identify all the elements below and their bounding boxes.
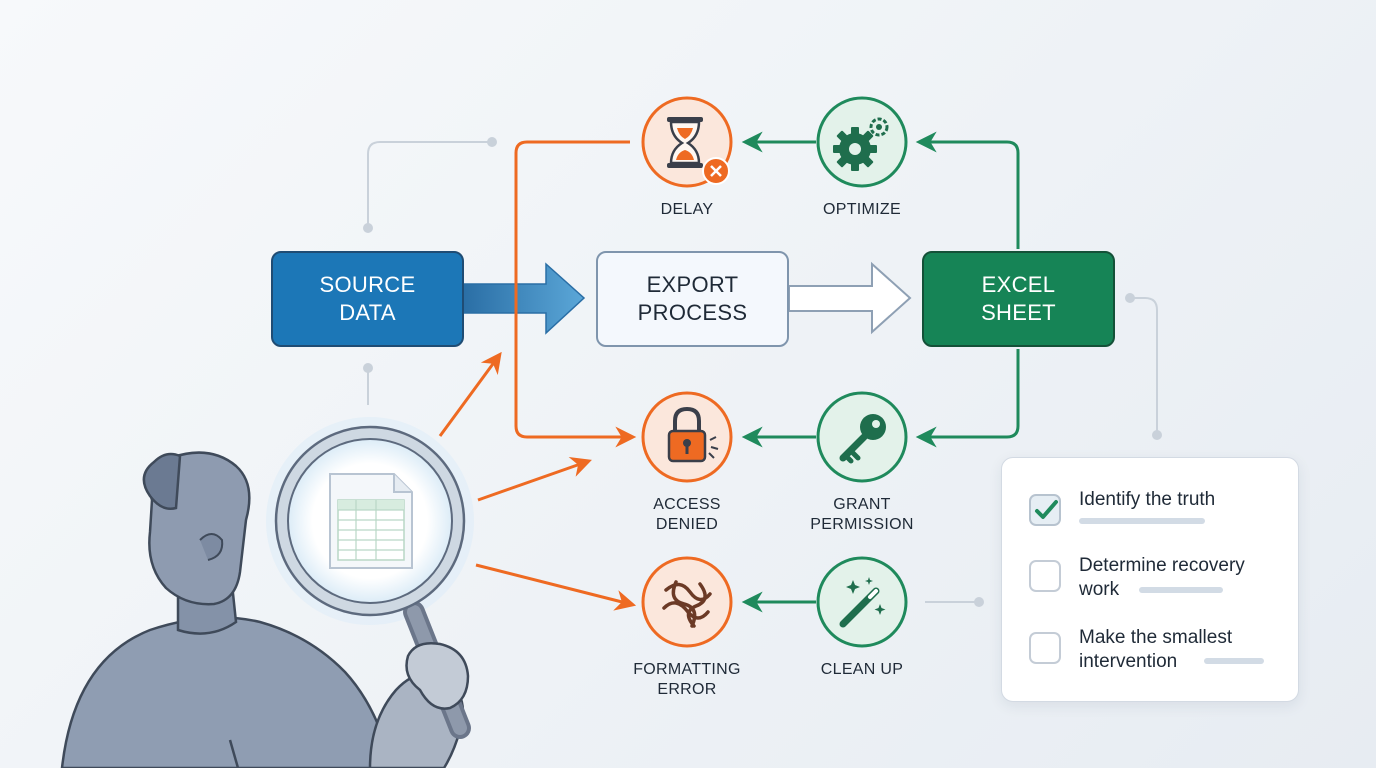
source-data-box[interactable]: SOURCE DATA xyxy=(271,251,464,347)
grant-permission-label: GRANT PERMISSION xyxy=(792,495,932,535)
spreadsheet-doc-icon xyxy=(329,473,413,569)
access-denied-line1: ACCESS xyxy=(653,496,721,513)
delay-label-text: DELAY xyxy=(660,201,714,218)
gears-icon xyxy=(833,117,889,171)
excel-sheet-line2: SHEET xyxy=(981,300,1056,325)
excel-sheet-box[interactable]: EXCEL SHEET xyxy=(922,251,1115,347)
source-data-line1: SOURCE xyxy=(319,272,416,297)
grant-permission-node xyxy=(816,391,908,483)
optimize-node xyxy=(816,96,908,188)
magic-wand-icon xyxy=(839,577,886,628)
formatting-error-line1: FORMATTING xyxy=(633,661,741,678)
access-denied-node xyxy=(641,391,733,483)
checklist-item-text: Identify the truth xyxy=(1079,488,1215,512)
clean-up-node xyxy=(816,556,908,648)
grant-permission-line2: PERMISSION xyxy=(810,516,914,533)
checkbox-unchecked[interactable] xyxy=(1029,560,1061,592)
optimize-label: OPTIMIZE xyxy=(802,200,922,220)
locked-padlock-icon xyxy=(667,406,719,463)
formatting-error-label: FORMATTING ERROR xyxy=(617,660,757,700)
optimize-label-text: OPTIMIZE xyxy=(823,201,901,218)
placeholder-line xyxy=(1139,587,1223,593)
decor-dots xyxy=(363,137,1162,607)
checkmark-icon xyxy=(1035,500,1058,519)
tangled-knot-icon xyxy=(662,580,712,628)
checklist-item-line2: intervention xyxy=(1079,651,1178,672)
source-to-export-arrow xyxy=(462,262,586,335)
clean-up-label: CLEAN UP xyxy=(802,660,922,680)
checklist-item-line1: Determine recovery xyxy=(1079,555,1245,576)
export-to-excel-arrow xyxy=(788,261,912,335)
decor-lines xyxy=(367,141,1158,603)
issue-arrows xyxy=(438,140,637,611)
checkbox-unchecked[interactable] xyxy=(1029,632,1061,664)
key-icon xyxy=(839,414,886,464)
clean-up-label-text: CLEAN UP xyxy=(820,661,904,678)
checkbox-checked[interactable] xyxy=(1029,494,1061,526)
export-process-line2: PROCESS xyxy=(637,300,748,325)
export-process-line1: EXPORT xyxy=(646,272,739,297)
formatting-error-node xyxy=(641,556,733,648)
formatting-error-line2: ERROR xyxy=(657,681,717,698)
magnifying-glass xyxy=(266,417,474,739)
delay-label: DELAY xyxy=(637,200,737,220)
checklist-item-text: Make the smallest intervention xyxy=(1079,626,1232,674)
fix-arrows xyxy=(741,131,1020,613)
placeholder-line xyxy=(1204,658,1264,664)
grant-permission-line1: GRANT xyxy=(833,496,891,513)
placeholder-line xyxy=(1079,518,1205,524)
access-denied-label: ACCESS DENIED xyxy=(627,495,747,535)
delay-node xyxy=(641,96,733,188)
hourglass-error-icon xyxy=(667,117,730,185)
source-data-line2: DATA xyxy=(339,300,396,325)
export-process-box[interactable]: EXPORT PROCESS xyxy=(596,251,789,347)
checklist-item-line1: Make the smallest xyxy=(1079,627,1233,648)
excel-sheet-line1: EXCEL xyxy=(981,272,1056,297)
person-illustration xyxy=(60,451,465,768)
checklist-item-line1: Identify the truth xyxy=(1079,489,1216,510)
checklist-item-text: Determine recovery work xyxy=(1079,554,1245,602)
checklist-item-line2: work xyxy=(1079,579,1120,600)
access-denied-line2: DENIED xyxy=(655,516,719,533)
checklist-card: Identify the truth Determine recovery wo… xyxy=(1001,457,1299,702)
